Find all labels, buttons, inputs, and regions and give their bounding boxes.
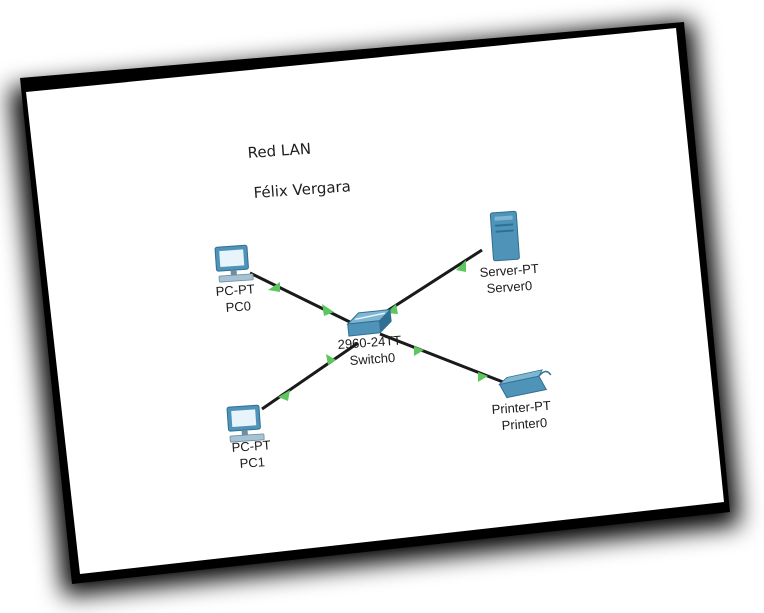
device-name-label: Switch0 — [349, 350, 395, 368]
device-model-label: Printer-PT — [491, 398, 551, 417]
paper — [26, 28, 724, 574]
device-model-label: 2960-24TT — [337, 333, 402, 352]
server-icon — [489, 210, 520, 262]
device-name-label: Printer0 — [501, 415, 547, 433]
printer-icon — [498, 369, 552, 399]
device-model-label: PC-PT — [231, 437, 271, 455]
link-pc0-switch — [249, 271, 361, 329]
switch-icon — [346, 308, 392, 337]
link-pc1-switch — [261, 341, 359, 411]
device-name-label: PC0 — [225, 298, 251, 315]
device-server0[interactable]: Server-PT Server0 — [479, 210, 539, 296]
pc-icon — [226, 404, 265, 443]
link-arrow-server-a — [456, 260, 466, 272]
link-arrow-printer-a — [414, 346, 424, 356]
device-pc1[interactable]: PC-PT PC1 — [226, 404, 271, 471]
link-arrow-pc0-b — [322, 304, 334, 316]
device-switch0[interactable]: 2960-24TT Switch0 — [337, 308, 402, 368]
device-name-label: PC1 — [239, 454, 265, 471]
link-arrow-pc1-a — [278, 390, 290, 401]
link-arrow-printer-b — [478, 372, 488, 382]
page-title: Red LAN — [247, 140, 312, 162]
link-arrow-pc1-b — [326, 354, 336, 365]
device-pc0[interactable]: PC-PT PC0 — [214, 244, 255, 315]
device-printer0[interactable]: Printer-PT Printer0 — [491, 369, 553, 433]
device-model-label: PC-PT — [215, 281, 255, 299]
link-arrow-pc0-a — [268, 282, 280, 292]
device-name-label: Server0 — [486, 278, 532, 296]
device-model-label: Server-PT — [479, 261, 539, 280]
pc-icon — [214, 244, 254, 283]
